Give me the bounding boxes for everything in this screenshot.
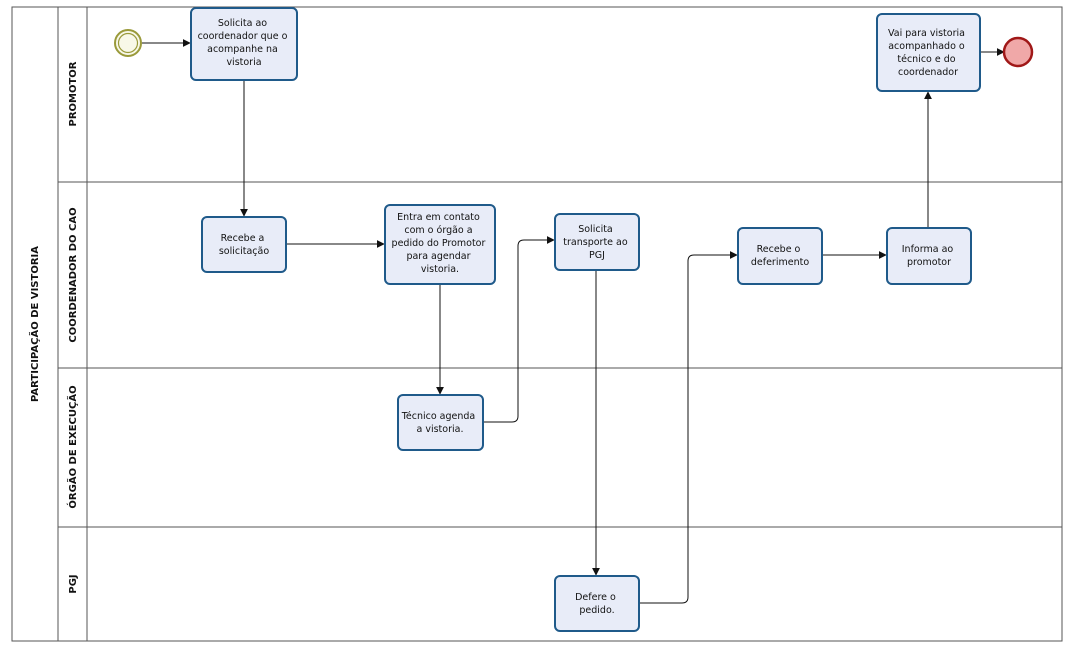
- flow-t4-to-t5: [483, 236, 555, 423]
- task-label: Técnico agenda a vistoria.: [401, 411, 479, 435]
- task-defere-pedido[interactable]: Defere o pedido.: [554, 575, 640, 632]
- end-event[interactable]: [1002, 36, 1034, 68]
- task-label: Recebe o deferimento: [751, 244, 809, 268]
- lane-label-promotor: PROMOTOR: [68, 61, 79, 126]
- task-label: Informa ao promotor: [902, 244, 956, 268]
- task-entra-em-contato[interactable]: Entra em contato com o órgão a pedido do…: [384, 204, 496, 285]
- task-recebe-solicitacao[interactable]: Recebe a solicitação: [201, 216, 287, 273]
- pool-border: [11, 6, 1063, 642]
- lane-label-orgao: ÓRGÃO DE EXECUÇÃO: [66, 385, 79, 508]
- task-label: Solicita transporte ao PGJ: [563, 224, 630, 261]
- lane-label-pgj: PGJ: [68, 574, 79, 593]
- start-event[interactable]: [114, 29, 142, 57]
- task-informa-promotor[interactable]: Informa ao promotor: [886, 227, 972, 285]
- flow-t6-to-t7: [639, 251, 738, 604]
- task-solicita-transporte[interactable]: Solicita transporte ao PGJ: [554, 213, 640, 271]
- pool-label: PARTICIPAÇÃO DE VISTORIA: [28, 246, 41, 402]
- task-vai-para-vistoria[interactable]: Vai para vistoria acompanhado o técnico …: [876, 13, 981, 92]
- task-tecnico-agenda[interactable]: Técnico agenda a vistoria.: [397, 394, 484, 451]
- task-label: Vai para vistoria acompanhado o técnico …: [888, 28, 968, 78]
- task-solicita-coordenador[interactable]: Solicita ao coordenador que o acompanhe …: [190, 7, 298, 81]
- task-label: Entra em contato com o órgão a pedido do…: [392, 212, 489, 275]
- task-recebe-deferimento[interactable]: Recebe o deferimento: [737, 227, 823, 285]
- task-label: Solicita ao coordenador que o acompanhe …: [198, 18, 291, 68]
- lane-label-coordenador: COORDENADOR DO CAO: [68, 207, 79, 342]
- task-label: Recebe a solicitação: [219, 233, 269, 257]
- sequence-flows: [142, 39, 1005, 604]
- task-label: Defere o pedido.: [575, 592, 619, 616]
